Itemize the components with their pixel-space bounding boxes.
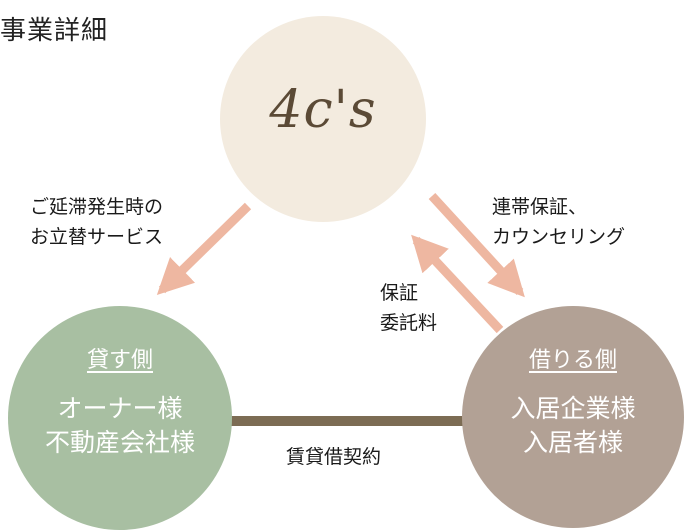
borrower-role-label: 借りる側 [528,348,617,373]
lender-party-line1: オーナー様 [57,394,183,423]
to-lender-label-line2: お立替サービス [30,226,164,248]
borrower-party-line2: 入居者様 [522,428,623,457]
page-title: 事業詳細 [0,16,109,46]
lender-role-label: 貸す側 [86,348,153,373]
to-lender-label-line1: ご延滞発生時の [30,196,164,218]
contract-label: 賃貸借契約 [286,446,382,468]
to-borrower-label-line2: カウンセリング [492,226,626,248]
lender-circle [8,306,232,530]
lender-party-line2: 不動産会社様 [44,428,195,457]
borrower-party-line1: 入居企業様 [510,394,636,423]
from-borrower-label-line1: 保証 [380,282,419,304]
arrow-to-lender [156,202,252,296]
to-borrower-label-line1: 連帯保証、 [492,196,588,218]
from-borrower-label-line2: 委託料 [380,312,438,334]
arrow-to-borrower [428,192,525,298]
arrow-from-borrower [411,234,504,334]
company-logo: 4c's [269,80,377,140]
center-company-circle [220,16,426,222]
borrower-circle [462,306,684,528]
